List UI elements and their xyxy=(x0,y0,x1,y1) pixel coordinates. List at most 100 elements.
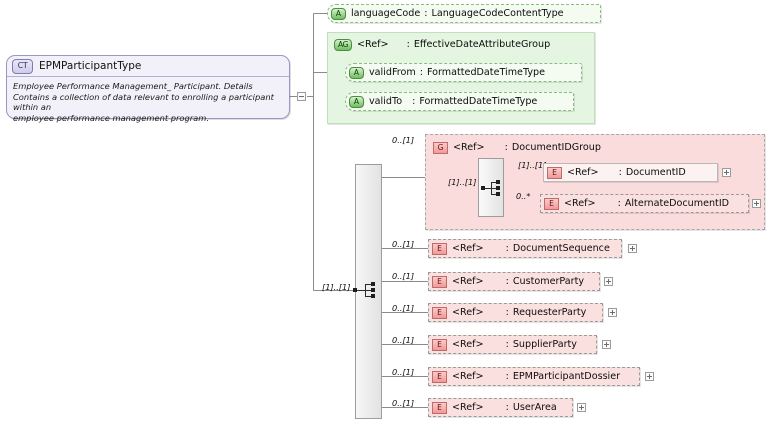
complextype-box[interactable]: CT EPMParticipantType Employee Performan… xyxy=(6,55,290,123)
complextype-documentation: Employee Performance Management_ Partici… xyxy=(7,77,289,128)
element-icon: E xyxy=(547,166,562,179)
element-ref: <Ref> xyxy=(452,243,484,254)
element-row-SupplierParty[interactable]: E <Ref>:SupplierParty xyxy=(428,335,597,354)
expand-toggle-RequesterParty[interactable] xyxy=(608,308,617,317)
attribute-row-validFrom[interactable]: A validFrom:FormattedDateTimeType xyxy=(345,63,582,82)
group-name: DocumentIDGroup xyxy=(511,142,601,153)
doc-line-3: employee performance management program. xyxy=(13,112,209,123)
doc-line-1: Employee Performance Management_ Partici… xyxy=(13,81,253,91)
attribute-row-languageCode[interactable]: A languageCode:LanguageCodeContentType xyxy=(327,4,601,23)
element-separator: : xyxy=(505,402,509,413)
element-icon: E xyxy=(432,401,447,414)
attribute-group-icon: AG xyxy=(334,38,352,51)
element-ref: <Ref> xyxy=(452,339,484,350)
doc-line-2: Contains a collection of data relevant t… xyxy=(13,91,274,113)
group-ref: <Ref> xyxy=(453,142,485,153)
attribute-icon: A xyxy=(331,7,346,20)
element-ref: <Ref> xyxy=(452,371,484,382)
collapse-toggle-complextype[interactable] xyxy=(297,92,306,101)
attribute-group-label: <Ref>:EffectiveDateAttributeGroup xyxy=(357,39,550,50)
attribute-label: validTo:FormattedDateTimeType xyxy=(369,96,537,107)
element-ref: <Ref> xyxy=(567,167,599,178)
attribute-separator: : xyxy=(424,8,428,19)
element-separator: : xyxy=(618,167,622,178)
content-model-bar xyxy=(355,164,382,419)
expand-toggle-DocumentSequence[interactable] xyxy=(628,244,637,253)
element-cardinality-EPMParticipantDossier: 0..[1] xyxy=(392,367,415,377)
group-label: <Ref>:DocumentIDGroup xyxy=(453,142,601,153)
attribute-type: LanguageCodeContentType xyxy=(431,8,564,19)
expand-toggle-CustomerParty[interactable] xyxy=(604,277,613,286)
element-separator: : xyxy=(617,198,621,209)
complextype-name: EPMParticipantType xyxy=(39,60,142,72)
element-name: DocumentSequence xyxy=(512,243,610,254)
expand-toggle-EPMParticipantDossier[interactable] xyxy=(645,372,654,381)
element-row-EPMParticipantDossier[interactable]: E <Ref>:EPMParticipantDossier xyxy=(428,367,640,386)
attribute-type: FormattedDateTimeType xyxy=(426,67,545,78)
element-name: RequesterParty xyxy=(512,307,587,318)
element-cardinality-AlternateDocumentID: 0..* xyxy=(516,191,531,201)
element-label: <Ref>:DocumentSequence xyxy=(452,243,610,254)
attribute-row-validTo[interactable]: A validTo:FormattedDateTimeType xyxy=(345,92,574,111)
element-separator: : xyxy=(505,307,509,318)
element-name: DocumentID xyxy=(625,167,686,178)
element-row-CustomerParty[interactable]: E <Ref>:CustomerParty xyxy=(428,272,600,291)
inner-sequence-box[interactable] xyxy=(478,158,504,217)
attribute-label: languageCode:LanguageCodeContentType xyxy=(351,8,564,19)
element-icon: E xyxy=(432,370,447,383)
element-row-UserArea[interactable]: E <Ref>:UserArea xyxy=(428,398,573,417)
element-ref: <Ref> xyxy=(452,307,484,318)
element-cardinality-UserArea: 0..[1] xyxy=(392,398,415,408)
expand-toggle-UserArea[interactable] xyxy=(577,403,586,412)
expand-toggle-AlternateDocumentID[interactable] xyxy=(752,199,761,208)
group-cardinality: 0..[1] xyxy=(392,135,415,145)
element-row-DocumentID[interactable]: E <Ref>:DocumentID xyxy=(543,163,718,182)
expand-toggle-DocumentID[interactable] xyxy=(722,168,731,177)
complextype-icon: CT xyxy=(12,58,33,74)
attribute-group-header[interactable]: AG <Ref>:EffectiveDateAttributeGroup xyxy=(331,36,589,53)
attribute-name: validFrom xyxy=(369,67,416,78)
element-icon: E xyxy=(432,338,447,351)
element-row-AlternateDocumentID[interactable]: E <Ref>:AlternateDocumentID xyxy=(540,194,749,213)
attribute-separator: : xyxy=(412,96,416,107)
attribute-name: validTo xyxy=(369,96,403,107)
element-separator: : xyxy=(505,276,509,287)
element-cardinality-DocumentID: [1]..[1] xyxy=(518,160,547,170)
element-cardinality-CustomerParty: 0..[1] xyxy=(392,271,415,281)
element-name: SupplierParty xyxy=(512,339,577,350)
element-label: <Ref>:CustomerParty xyxy=(452,276,584,287)
element-separator: : xyxy=(505,339,509,350)
element-label: <Ref>:DocumentID xyxy=(567,167,686,178)
inner-sequence-cardinality: [1]..[1] xyxy=(448,177,477,187)
attribute-group-separator: : xyxy=(406,39,410,50)
element-cardinality-SupplierParty: 0..[1] xyxy=(392,335,415,345)
element-name: UserArea xyxy=(512,402,557,413)
group-header-DocumentIDGroup[interactable]: G <Ref>:DocumentIDGroup xyxy=(430,139,730,156)
attribute-icon: A xyxy=(349,95,364,108)
element-icon: E xyxy=(432,306,447,319)
element-name: AlternateDocumentID xyxy=(624,198,730,209)
element-icon: E xyxy=(544,197,559,210)
element-row-DocumentSequence[interactable]: E <Ref>:DocumentSequence xyxy=(428,239,622,258)
sequence-cardinality: [1]..[1] xyxy=(322,282,351,292)
element-row-RequesterParty[interactable]: E <Ref>:RequesterParty xyxy=(428,303,603,322)
expand-toggle-SupplierParty[interactable] xyxy=(602,340,611,349)
complextype-title-row: CT EPMParticipantType xyxy=(7,56,289,77)
element-cardinality-DocumentSequence: 0..[1] xyxy=(392,239,415,249)
sequence-compositor-icon[interactable] xyxy=(352,278,385,303)
element-ref: <Ref> xyxy=(452,402,484,413)
group-icon: G xyxy=(433,141,448,154)
element-label: <Ref>:AlternateDocumentID xyxy=(564,198,729,209)
element-ref: <Ref> xyxy=(452,276,484,287)
element-name: EPMParticipantDossier xyxy=(512,371,621,382)
attribute-label: validFrom:FormattedDateTimeType xyxy=(369,67,545,78)
attribute-name: languageCode xyxy=(351,8,421,19)
element-label: <Ref>:SupplierParty xyxy=(452,339,577,350)
element-icon: E xyxy=(432,275,447,288)
attribute-icon: A xyxy=(349,66,364,79)
attribute-group-name: EffectiveDateAttributeGroup xyxy=(413,39,551,50)
element-separator: : xyxy=(505,371,509,382)
element-ref: <Ref> xyxy=(564,198,596,209)
element-separator: : xyxy=(505,243,509,254)
